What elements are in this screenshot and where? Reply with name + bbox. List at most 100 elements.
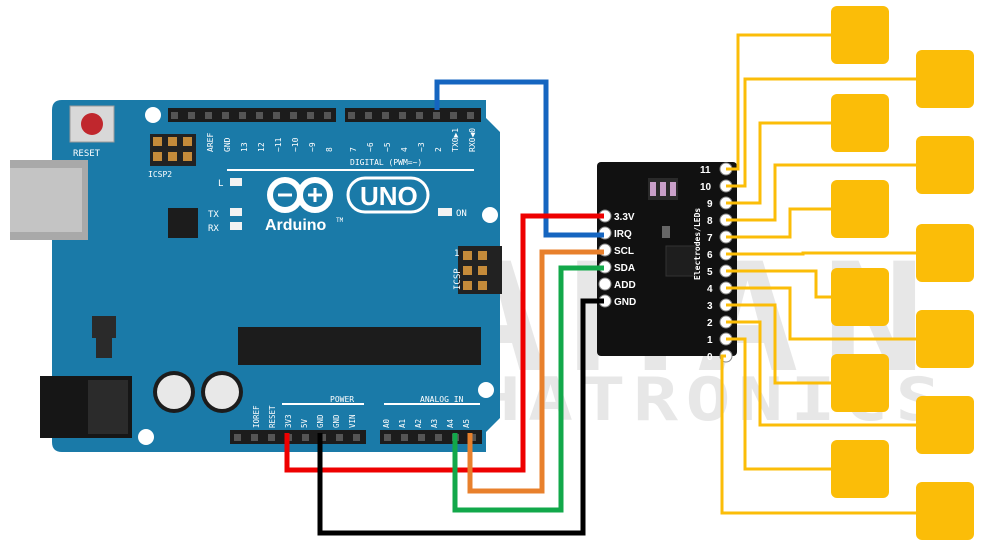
electrode-pad	[831, 180, 889, 238]
wire-irq	[434, 79, 604, 238]
analog-pin-label: A4	[446, 418, 455, 428]
power-pin-label: GND	[332, 414, 341, 428]
electrode-wire	[726, 303, 831, 385]
electrode-wires	[720, 33, 916, 515]
electrode-pin-label: 11	[700, 165, 711, 176]
sensor-board-text: Electrodes/LEDs	[693, 208, 702, 280]
electrode-pad	[831, 440, 889, 498]
reset-button[interactable]	[69, 105, 115, 143]
reset-label: RESET	[73, 149, 101, 159]
sensor-pin-pad	[598, 277, 612, 291]
sensor-pin-label: SDA	[614, 263, 635, 274]
mounting-hole	[482, 207, 498, 223]
electrode-pin-label: 8	[707, 216, 713, 227]
arduino-tm: TM	[336, 217, 344, 224]
uno-badge	[346, 176, 430, 214]
sensor-pin-label: SCL	[614, 246, 634, 257]
digital-pin-label: ~6	[366, 142, 375, 152]
electrode-wire	[726, 77, 916, 188]
electrode-pin-label: 9	[707, 199, 713, 210]
digital-pin-label: RX0◀0	[468, 128, 477, 152]
icsp2-header	[150, 134, 196, 166]
led-on-label: ON	[456, 209, 467, 219]
electrode-wire	[726, 251, 916, 256]
sensor-pin-label: 3.3V	[614, 212, 635, 223]
power-pin-label: IOREF	[252, 405, 261, 428]
sensor-pin-label: IRQ	[614, 229, 632, 240]
wire-scl	[467, 249, 604, 494]
regulator	[92, 316, 116, 338]
icsp-header	[458, 246, 502, 294]
electrode-wire	[726, 269, 831, 299]
capacitor	[153, 371, 195, 413]
digital-header	[168, 108, 481, 122]
electrode-wire	[726, 121, 831, 205]
arduino-logo-icon	[267, 177, 333, 213]
connection-wires	[284, 79, 604, 536]
electrode-pad	[916, 136, 974, 194]
led-tx	[230, 208, 242, 216]
digital-pin-label: ~3	[417, 142, 426, 152]
sensor-chip	[665, 245, 697, 277]
mounting-hole	[138, 429, 154, 445]
mounting-hole	[478, 382, 494, 398]
digital-pin-label: 12	[257, 142, 266, 152]
mounting-hole	[145, 107, 161, 123]
electrode-pad	[831, 354, 889, 412]
usb-chip	[168, 208, 198, 238]
electrode-wire	[726, 207, 831, 239]
electrode-pin-label: 6	[707, 250, 713, 261]
electrode-wire	[720, 354, 916, 515]
power-pin-label: VIN	[348, 414, 357, 428]
electrode-pads	[831, 6, 974, 540]
power-pin-label: 5V	[300, 418, 309, 428]
led-tx-label: TX	[208, 210, 219, 220]
digital-pin-label: ~10	[291, 137, 300, 152]
led-rx-label: RX	[208, 224, 219, 234]
electrode-wire	[726, 286, 916, 341]
digital-pin-label: ~9	[308, 142, 317, 152]
electrode-pad	[831, 268, 889, 326]
electrode-pin-label: 1	[707, 335, 713, 346]
electrode-pad	[916, 482, 974, 540]
atmega-chip	[238, 327, 481, 365]
analog-pin-label: A2	[414, 419, 423, 428]
analog-pin-label: A0	[382, 418, 391, 428]
sensor-pin-label: ADD	[614, 280, 636, 291]
electrode-pad	[916, 310, 974, 368]
icsp-one: 1	[454, 249, 459, 259]
analog-header	[380, 430, 482, 444]
arduino-brand: Arduino	[265, 217, 327, 234]
power-pin-label: GND	[316, 414, 325, 428]
electrode-pad	[831, 94, 889, 152]
electrode-pad	[916, 224, 974, 282]
wire-sda	[452, 265, 604, 513]
digital-pin-label: 13	[240, 142, 249, 152]
icsp-label: ICSP	[453, 268, 463, 290]
analog-pin-label: A3	[430, 419, 439, 428]
led-l	[230, 178, 242, 186]
digital-pin-label: ~11	[274, 137, 283, 152]
electrode-pin-label: 2	[707, 318, 713, 329]
analog-pin-label: A5	[462, 419, 471, 428]
power-pin-label: 3V3	[284, 414, 293, 428]
digital-pin-label: ~5	[383, 142, 392, 152]
analog-pin-label: A1	[398, 419, 407, 428]
digital-pin-label: 4	[400, 147, 409, 152]
digital-pin-label: AREF	[206, 133, 215, 152]
wire-gnd	[317, 298, 604, 536]
electrode-pin-label: 4	[707, 284, 713, 295]
digital-pin-label: 2	[434, 147, 443, 152]
power-label: POWER	[330, 395, 354, 404]
electrode-pin-label: 5	[707, 267, 713, 278]
electrode-pad	[831, 6, 889, 64]
electrode-pad	[916, 396, 974, 454]
wire-3v3	[284, 213, 604, 473]
digital-pin-label: TX0▶1	[451, 128, 460, 152]
electrode-pin-label: 7	[707, 233, 713, 244]
electrode-wire	[726, 337, 831, 471]
